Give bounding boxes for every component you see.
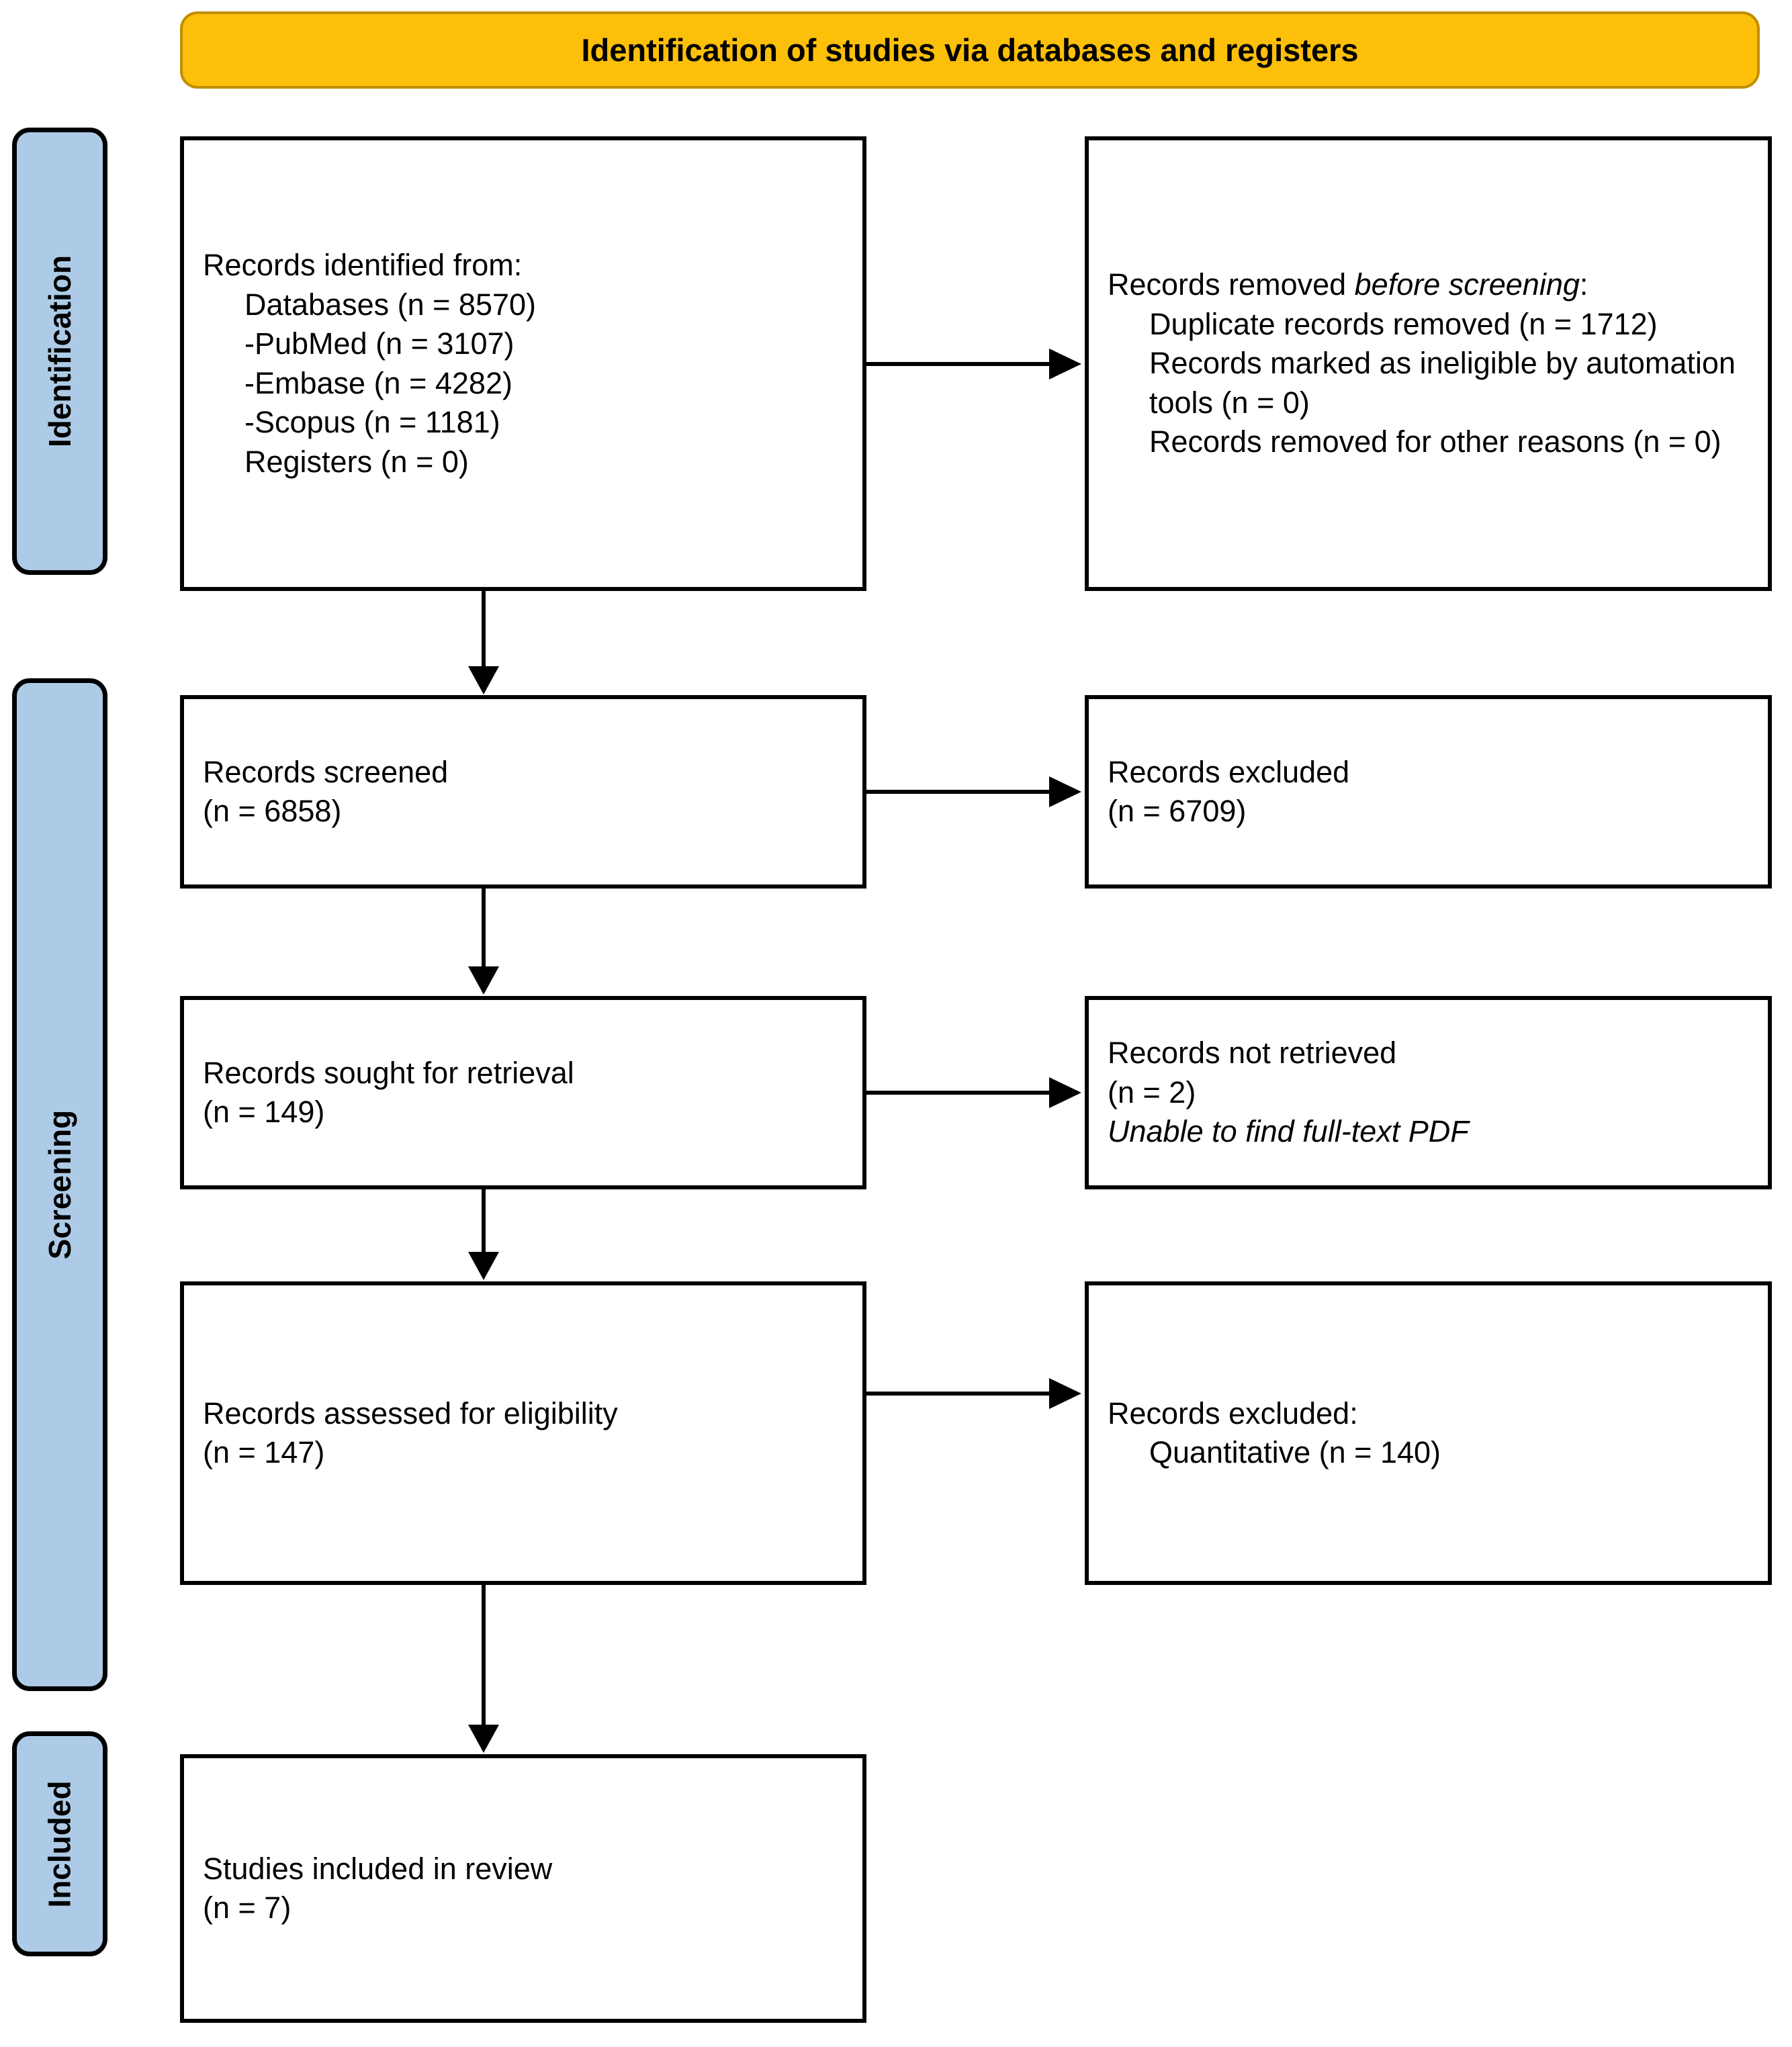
box-records-not-retrieved: Records not retrieved (n = 2) Unable to … bbox=[1085, 996, 1772, 1189]
line-records-identified-from: Records identified from: bbox=[203, 248, 523, 282]
stage-label-identification: Identification bbox=[12, 128, 107, 575]
line-records-sought-n: (n = 149) bbox=[203, 1095, 325, 1129]
line-unable-to-find-pdf: Unable to find full-text PDF bbox=[1108, 1114, 1469, 1149]
stage-screening-text: Screening bbox=[42, 1109, 78, 1260]
heading-plain-part: Records removed bbox=[1108, 267, 1355, 302]
connector-identified-to-removed-arrow-icon bbox=[1049, 349, 1081, 379]
line-pubmed: -PubMed (n = 3107) bbox=[244, 326, 514, 361]
connector-sought-to-assessed-arrow-icon bbox=[468, 1252, 499, 1280]
line-registers: Registers (n = 0) bbox=[244, 444, 469, 479]
box-records-excluded-eligibility-text: Records excluded: Quantitative (n = 140) bbox=[1089, 1394, 1768, 1473]
box-records-assessed-text: Records assessed for eligibility (n = 14… bbox=[184, 1394, 862, 1473]
line-databases: Databases (n = 8570) bbox=[244, 287, 537, 322]
connector-screened-to-excluded-line bbox=[866, 790, 1055, 794]
line-records-not-retrieved-n: (n = 2) bbox=[1108, 1075, 1196, 1109]
heading-colon: : bbox=[1579, 267, 1588, 302]
line-duplicate-records-removed: Duplicate records removed (n = 1712) bbox=[1149, 306, 1658, 341]
box-records-identified: Records identified from: Databases (n = … bbox=[180, 136, 866, 591]
box-records-screened-text: Records screened (n = 6858) bbox=[184, 753, 862, 831]
line-records-removed-heading: Records removed before screening: bbox=[1108, 265, 1753, 305]
line-scopus: -Scopus (n = 1181) bbox=[244, 405, 500, 439]
box-records-sought-text: Records sought for retrieval (n = 149) bbox=[184, 1054, 862, 1132]
box-records-removed-text: Records removed before screening: Duplic… bbox=[1089, 265, 1768, 462]
connector-sought-to-notretrieved-arrow-icon bbox=[1049, 1077, 1081, 1108]
connector-identified-to-removed-line bbox=[866, 362, 1055, 366]
line-ineligible-automation: Records marked as ineligible by automati… bbox=[1149, 346, 1736, 420]
heading-italic-part: before screening bbox=[1354, 267, 1580, 302]
line-records-excluded-heading: Records excluded: bbox=[1108, 1396, 1358, 1430]
line-studies-included: Studies included in review bbox=[203, 1851, 553, 1886]
connector-sought-to-assessed-line bbox=[482, 1189, 486, 1254]
box-records-excluded-eligibility: Records excluded: Quantitative (n = 140) bbox=[1085, 1281, 1772, 1585]
connector-sought-to-notretrieved-line bbox=[866, 1091, 1055, 1095]
box-records-screened: Records screened (n = 6858) bbox=[180, 695, 866, 889]
stage-label-screening: Screening bbox=[12, 678, 107, 1691]
box-records-excluded-screening-text: Records excluded (n = 6709) bbox=[1089, 753, 1768, 831]
diagram-title: Identification of studies via databases … bbox=[581, 32, 1359, 68]
box-records-not-retrieved-text: Records not retrieved (n = 2) Unable to … bbox=[1089, 1034, 1768, 1152]
connector-assessed-to-excluded2-line bbox=[866, 1392, 1055, 1396]
connector-assessed-to-included-line bbox=[482, 1585, 486, 1726]
box-studies-included-in-review: Studies included in review (n = 7) bbox=[180, 1754, 866, 2023]
connector-identified-to-screened-line bbox=[482, 591, 486, 669]
box-records-removed-before-screening: Records removed before screening: Duplic… bbox=[1085, 136, 1772, 591]
connector-screened-to-sought-arrow-icon bbox=[468, 966, 499, 995]
box-records-assessed-for-eligibility: Records assessed for eligibility (n = 14… bbox=[180, 1281, 866, 1585]
line-records-excluded-n: (n = 6709) bbox=[1108, 794, 1247, 828]
line-records-not-retrieved: Records not retrieved bbox=[1108, 1036, 1397, 1071]
line-records-assessed: Records assessed for eligibility bbox=[203, 1396, 618, 1430]
connector-assessed-to-included-arrow-icon bbox=[468, 1725, 499, 1753]
box-records-sought-for-retrieval: Records sought for retrieval (n = 149) bbox=[180, 996, 866, 1189]
diagram-header-banner: Identification of studies via databases … bbox=[180, 11, 1760, 89]
stage-identification-text: Identification bbox=[42, 255, 78, 448]
line-records-assessed-n: (n = 147) bbox=[203, 1435, 325, 1469]
line-studies-included-n: (n = 7) bbox=[203, 1891, 292, 1925]
line-records-screened: Records screened bbox=[203, 754, 449, 789]
box-records-excluded-screening: Records excluded (n = 6709) bbox=[1085, 695, 1772, 889]
stage-included-text: Included bbox=[42, 1780, 77, 1908]
connector-screened-to-sought-line bbox=[482, 889, 486, 969]
line-records-excluded: Records excluded bbox=[1108, 754, 1350, 789]
connector-identified-to-screened-arrow-icon bbox=[468, 666, 499, 694]
line-records-screened-n: (n = 6858) bbox=[203, 794, 342, 828]
connector-assessed-to-excluded2-arrow-icon bbox=[1049, 1378, 1081, 1409]
line-quantitative-excluded: Quantitative (n = 140) bbox=[1149, 1435, 1441, 1469]
connector-screened-to-excluded-arrow-icon bbox=[1049, 776, 1081, 807]
box-studies-included-text: Studies included in review (n = 7) bbox=[184, 1850, 862, 1928]
box-records-identified-text: Records identified from: Databases (n = … bbox=[184, 246, 862, 482]
line-embase: -Embase (n = 4282) bbox=[244, 365, 512, 400]
stage-label-included: Included bbox=[12, 1731, 107, 1956]
line-records-sought: Records sought for retrieval bbox=[203, 1055, 574, 1090]
line-removed-other-reasons: Records removed for other reasons (n = 0… bbox=[1149, 424, 1721, 459]
